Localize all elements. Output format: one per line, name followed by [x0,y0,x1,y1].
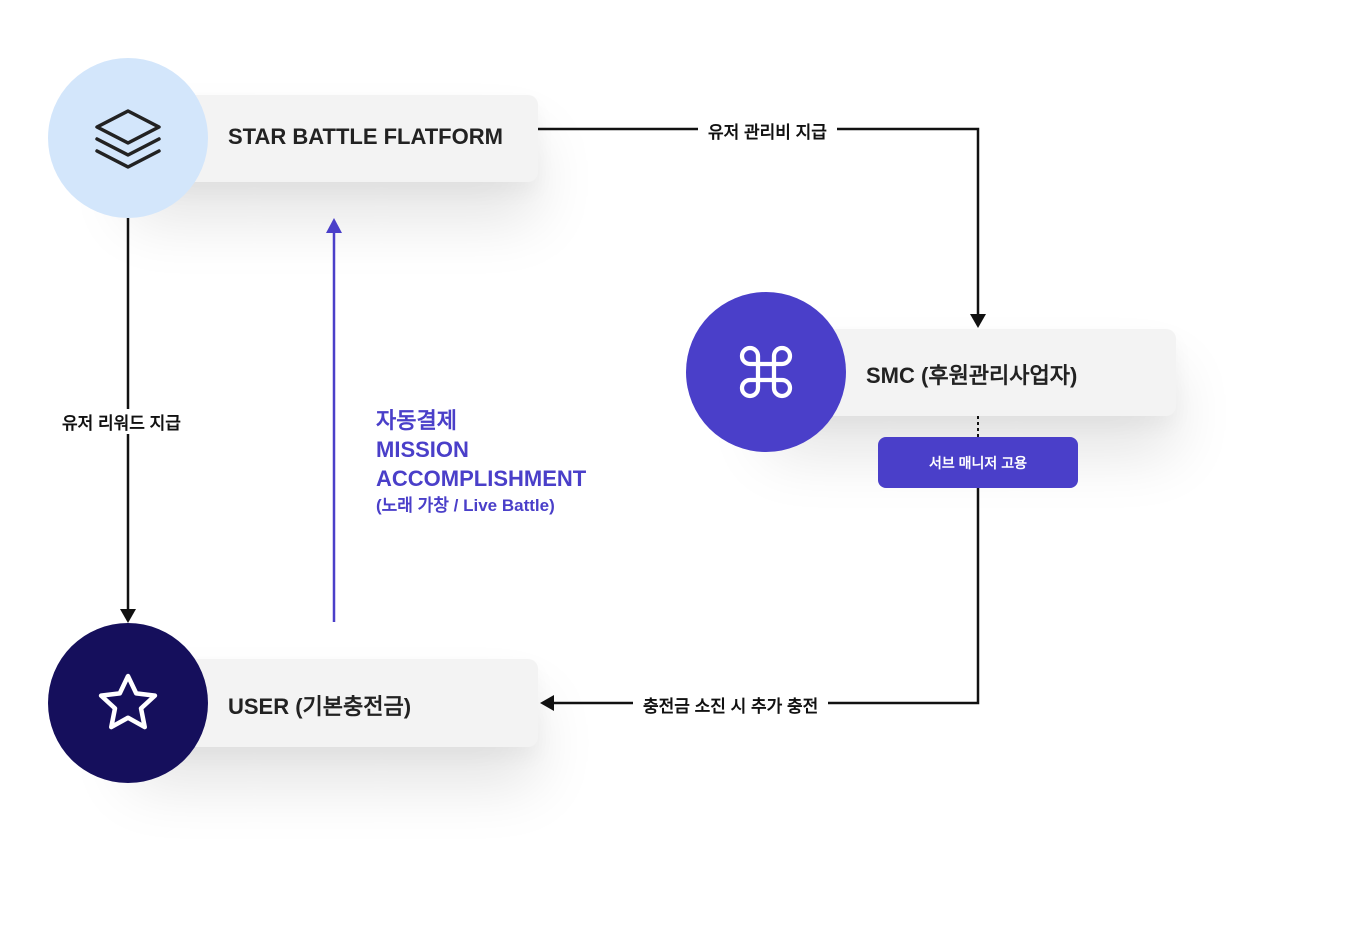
arrowhead-user [120,609,136,623]
star-icon [98,673,158,730]
user-label: USER (기본충전금) [228,694,412,719]
sub-manager-button[interactable]: 서브 매니저 고용 [878,437,1078,488]
mission-line-2: MISSION [376,437,469,462]
smc-icon-circle [686,292,846,452]
arrowhead-smc [970,314,986,328]
edge-label-platform-to-smc: 유저 관리비 지급 [698,118,837,143]
mission-text: 자동결제 MISSION ACCOMPLISHMENT (노래 가창 / Liv… [376,406,586,519]
mission-line-4: (노래 가창 / Live Battle) [376,496,555,515]
platform-icon-circle [48,58,208,218]
edge-label-smc-to-user: 충전금 소진 시 추가 충전 [633,692,829,717]
command-icon [739,345,793,399]
arrowhead-user-card [540,695,554,711]
mission-line-3: ACCOMPLISHMENT [376,466,587,491]
edge-smc-to-user [552,488,980,705]
arrowhead-platform [326,218,342,233]
layers-icon [95,109,161,169]
user-icon-circle [48,623,208,783]
platform-label: STAR BATTLE FLATFORM [228,124,503,149]
smc-label: SMC (후원관리사업자) [866,363,1078,388]
edge-platform-to-smc [538,127,980,316]
mission-line-1: 자동결제 [376,408,457,433]
edge-label-platform-to-user: 유저 리워드 지급 [52,409,191,434]
